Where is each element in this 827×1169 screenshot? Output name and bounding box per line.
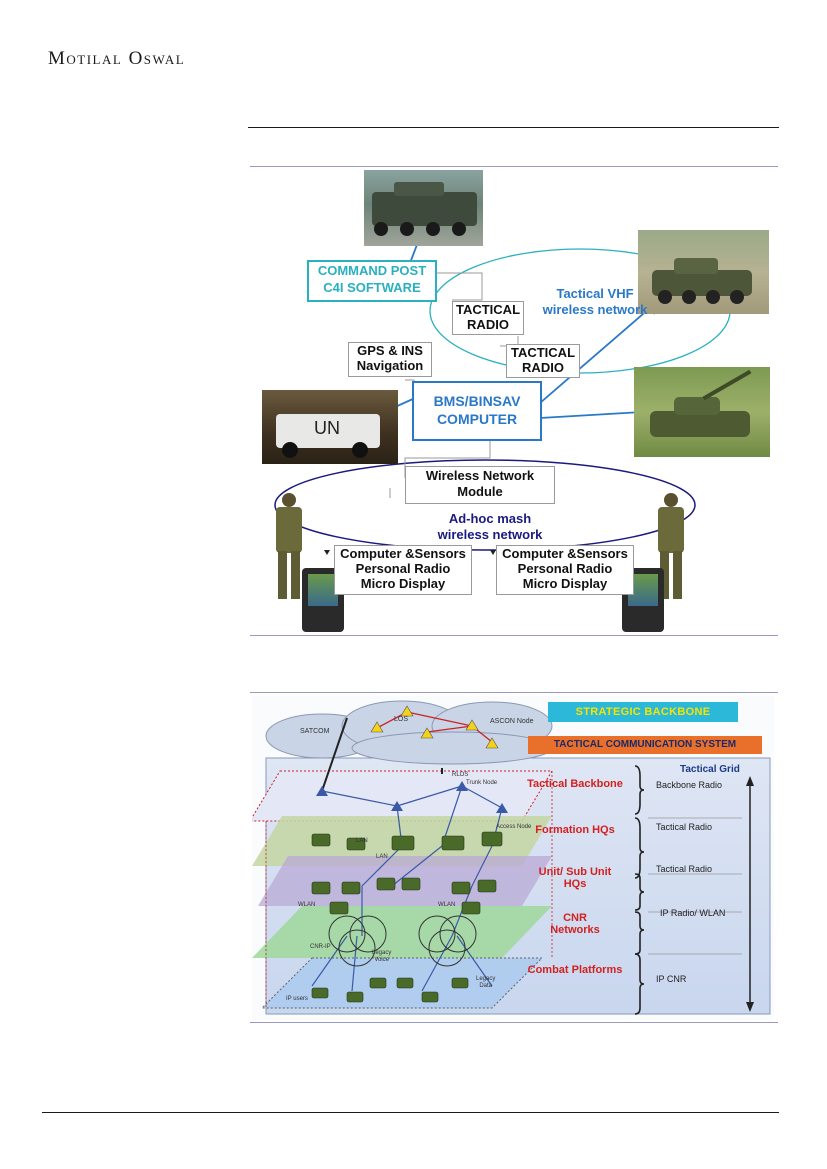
radio-ip-wlan-label: IP Radio/ WLAN [660, 908, 726, 918]
ascon-node-label: ASCON Node [490, 718, 534, 725]
cnr-ip-label: CNR-IP [310, 944, 331, 950]
un-marking: UN [314, 418, 340, 438]
tank-photo [634, 367, 770, 457]
soldier-right-figure [652, 493, 692, 603]
trunk-node-label: Trunk Node [466, 780, 498, 786]
wlan-label-2: WLAN [438, 902, 456, 908]
un-vehicle-photo: UN [262, 390, 398, 464]
radio-backbone-label: Backbone Radio [656, 780, 723, 790]
tactical-grid-title: Tactical Grid [680, 764, 740, 775]
lan-label-1: LAN [356, 838, 368, 844]
figure2-tactical-grid-diagram: STRATEGIC BACKBONE TACTICAL COMMUNICATIO… [252, 696, 774, 1020]
header-rule [248, 127, 779, 128]
figure2-bottom-rule [250, 1022, 778, 1023]
lan-label-2: LAN [376, 854, 388, 860]
ip-users-label: IP users [286, 996, 308, 1002]
access-node-label: Access Node [496, 824, 532, 830]
figure1-top-rule [250, 166, 778, 167]
radio-ip-cnr-label: IP CNR [656, 974, 687, 984]
wlan-label-1: WLAN [298, 902, 316, 908]
armored-vehicle-photo [638, 230, 769, 314]
radio-tactical-label-2: Tactical Radio [656, 864, 713, 874]
los-label: LOS [394, 716, 409, 723]
layer-tactical-backbone: Tactical Backbone [527, 778, 623, 790]
radio-tactical-label-1: Tactical Radio [656, 822, 713, 832]
figure2-top-rule [250, 692, 778, 693]
soldier-left-figure [270, 493, 310, 603]
strategic-backbone-banner: STRATEGIC BACKBONE [548, 702, 738, 722]
satcom-label: SATCOM [300, 728, 330, 735]
rlos-label: RLOS [452, 772, 469, 778]
footer-rule [42, 1112, 779, 1113]
layer-formation-hqs: Formation HQs [535, 824, 615, 836]
brand-logo: Motilal Oswal [48, 48, 186, 69]
tactical-communication-system-banner: TACTICAL COMMUNICATION SYSTEM [528, 736, 762, 754]
figure1-bottom-rule [250, 635, 778, 636]
command-post-vehicle-photo [364, 170, 483, 246]
layer-combat-platforms: Combat Platforms [527, 964, 623, 976]
